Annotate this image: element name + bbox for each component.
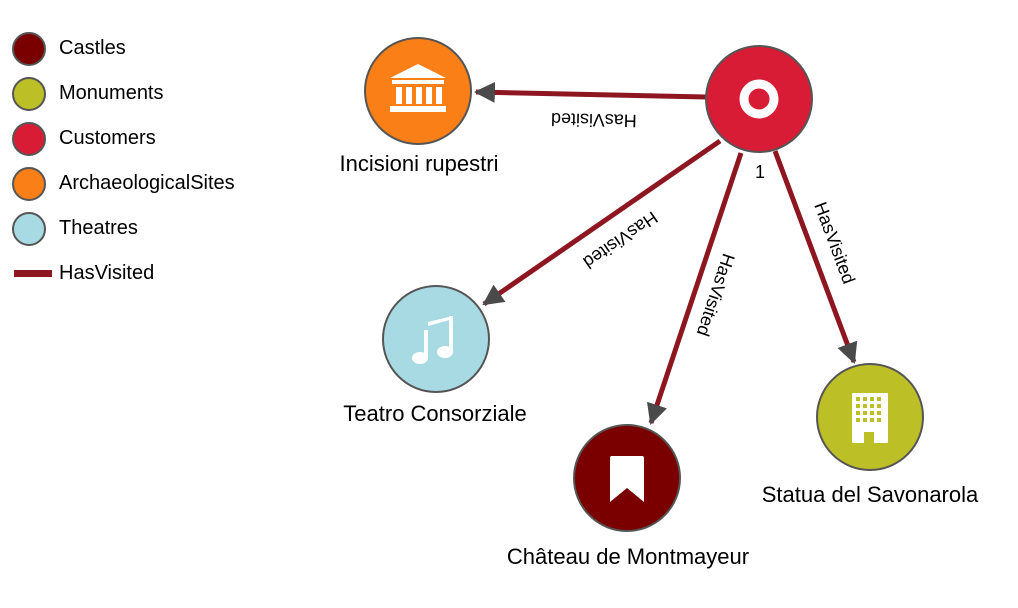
statua-node[interactable]: Statua del Savonarola xyxy=(762,363,979,507)
customer-node-circle xyxy=(705,45,813,153)
edge-has-visited-statua[interactable]: HasVisited xyxy=(772,150,859,364)
customers-swatch-icon xyxy=(12,121,46,156)
has-visited-line-icon xyxy=(14,270,52,277)
edge-line xyxy=(647,152,744,425)
monuments-swatch-icon xyxy=(12,76,46,111)
edge-has-visited-incisioni[interactable]: HasVisited xyxy=(473,81,707,131)
legend-item-monuments[interactable]: Monuments xyxy=(12,71,235,116)
theatres-swatch-icon xyxy=(12,211,46,246)
teatro-node-circle xyxy=(382,285,490,393)
archaeological-sites-swatch-icon xyxy=(12,166,46,201)
legend-label: Monuments xyxy=(59,82,164,104)
edge-has-visited-teatro[interactable]: HasVisited xyxy=(482,138,722,307)
legend-item-theatres[interactable]: Theatres xyxy=(12,206,235,251)
edge-has-visited-chateau[interactable]: HasVisited xyxy=(647,152,744,425)
edge-label: HasVisited xyxy=(810,199,859,286)
node-label-teatro: Teatro Consorziale xyxy=(343,401,526,426)
legend: Castles Monuments Customers Archaeologic… xyxy=(12,26,235,296)
edge-line xyxy=(473,81,707,103)
teatro-node[interactable]: Teatro Consorziale xyxy=(343,285,527,426)
museum-icon xyxy=(390,64,446,112)
edge-line xyxy=(482,138,722,307)
ring-icon xyxy=(739,79,779,119)
chateau-node[interactable]: Château de Montmayeur xyxy=(507,424,749,569)
node-label-chateau: Château de Montmayeur xyxy=(507,544,749,569)
customer-number: 1 xyxy=(755,162,765,182)
edge-label: HasVisited xyxy=(693,251,739,339)
edge-line xyxy=(772,150,858,364)
legend-item-archaeological-sites[interactable]: ArchaeologicalSites xyxy=(12,161,235,206)
node-label-incisioni: Incisioni rupestri xyxy=(340,151,499,176)
legend-label: Theatres xyxy=(59,217,138,239)
edge-label: HasVisited xyxy=(551,109,637,131)
edge-label: HasVisited xyxy=(579,207,661,272)
bookmark-icon xyxy=(610,456,644,502)
music-note-icon xyxy=(412,316,453,364)
legend-item-castles[interactable]: Castles xyxy=(12,26,235,71)
legend-label: ArchaeologicalSites xyxy=(59,172,235,194)
legend-label: Customers xyxy=(59,127,156,149)
legend-item-customers[interactable]: Customers xyxy=(12,116,235,161)
castles-swatch-icon xyxy=(12,31,46,66)
legend-label: HasVisited xyxy=(59,262,155,284)
legend-item-has-visited[interactable]: HasVisited xyxy=(12,251,235,296)
building-icon xyxy=(852,393,888,443)
legend-label: Castles xyxy=(59,37,126,59)
node-label-statua: Statua del Savonarola xyxy=(762,482,979,507)
incisioni-node[interactable]: Incisioni rupestri xyxy=(340,37,499,176)
customer-node[interactable]: 1 xyxy=(705,45,813,182)
